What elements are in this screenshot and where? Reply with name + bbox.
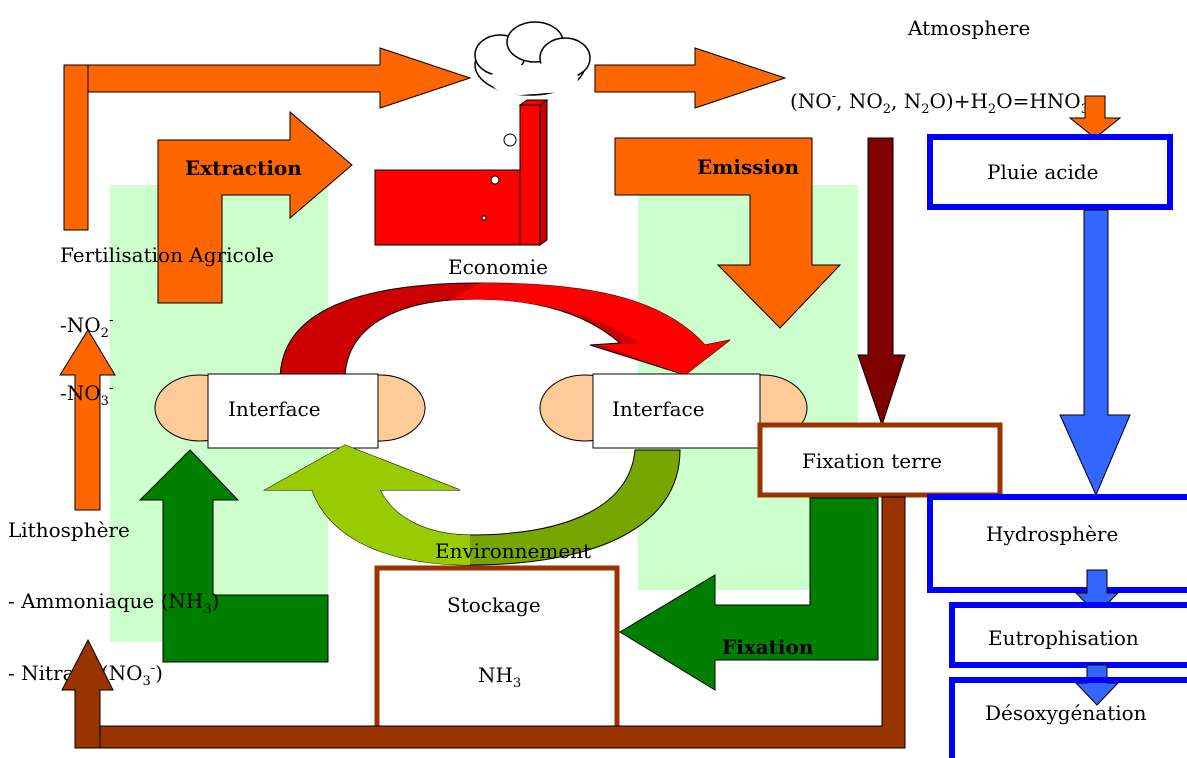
equation-down-arrow: [1068, 95, 1122, 139]
atmosphere-label: Atmosphere: [907, 16, 1030, 40]
fixation-arrow: [619, 497, 879, 691]
pluie-to-hydrosphere-arrow: [1059, 209, 1131, 497]
eutrophisation-to-desoxygenation-arrow: [1074, 664, 1120, 706]
interface-left-node: [154, 373, 426, 449]
stockage-label: Stockage: [447, 593, 541, 617]
hydrosphere-box: [927, 494, 1187, 593]
desoxygenation-box: [949, 677, 1187, 758]
lithosphere-up-arrow: [59, 329, 116, 511]
cloud-to-atmosphere-arrow: [594, 47, 787, 109]
lithosphere-label: Lithosphère: [8, 518, 130, 542]
eutrophisation-box: [949, 602, 1187, 668]
top-orange-left-bar: [63, 64, 89, 231]
factory-icon: [374, 99, 549, 246]
eutrophisation-label: Eutrophisation: [988, 626, 1139, 650]
fixation-label: Fixation: [722, 635, 814, 659]
emission-arrow: [614, 137, 842, 329]
brown-up-arrow: [61, 638, 114, 749]
top-orange-arrow: [87, 47, 472, 109]
emission-label: Emission: [697, 155, 799, 179]
equation-text: (NO: [790, 89, 832, 113]
pluie-acide-label: Pluie acide: [987, 160, 1098, 184]
extraction-arrow: [157, 110, 353, 304]
no2-label: -NO2-: [60, 313, 113, 341]
interface-left-label: Interface: [228, 397, 321, 421]
fixation-terre-label: Fixation terre: [802, 449, 942, 473]
no3-label: -NO3-: [60, 381, 113, 409]
pluie-acide-box: [927, 134, 1173, 210]
cloud-icon: [474, 21, 591, 96]
atmosphere-down-arrow: [857, 137, 906, 427]
nh3-label: NH3: [478, 663, 521, 691]
extraction-label: Extraction: [185, 156, 302, 180]
fixation-terre-box: [757, 422, 1003, 498]
stockage-box: [374, 565, 620, 741]
hydrosphere-label: Hydrosphère: [986, 522, 1118, 546]
interface-right-label: Interface: [612, 397, 705, 421]
ammoniaque-label: - Ammoniaque (NH3): [8, 589, 219, 617]
desoxygenation-label: Désoxygénation: [985, 701, 1147, 725]
economie-label: Economie: [448, 255, 548, 279]
chemical-equation: (NO-, NO2, N2O)+H2O=HNO3: [790, 89, 1089, 117]
environnement-label: Environnement: [435, 539, 591, 563]
lithosphere-to-interface-arrow: [138, 449, 329, 663]
fertilisation-label: Fertilisation Agricole: [60, 243, 274, 267]
